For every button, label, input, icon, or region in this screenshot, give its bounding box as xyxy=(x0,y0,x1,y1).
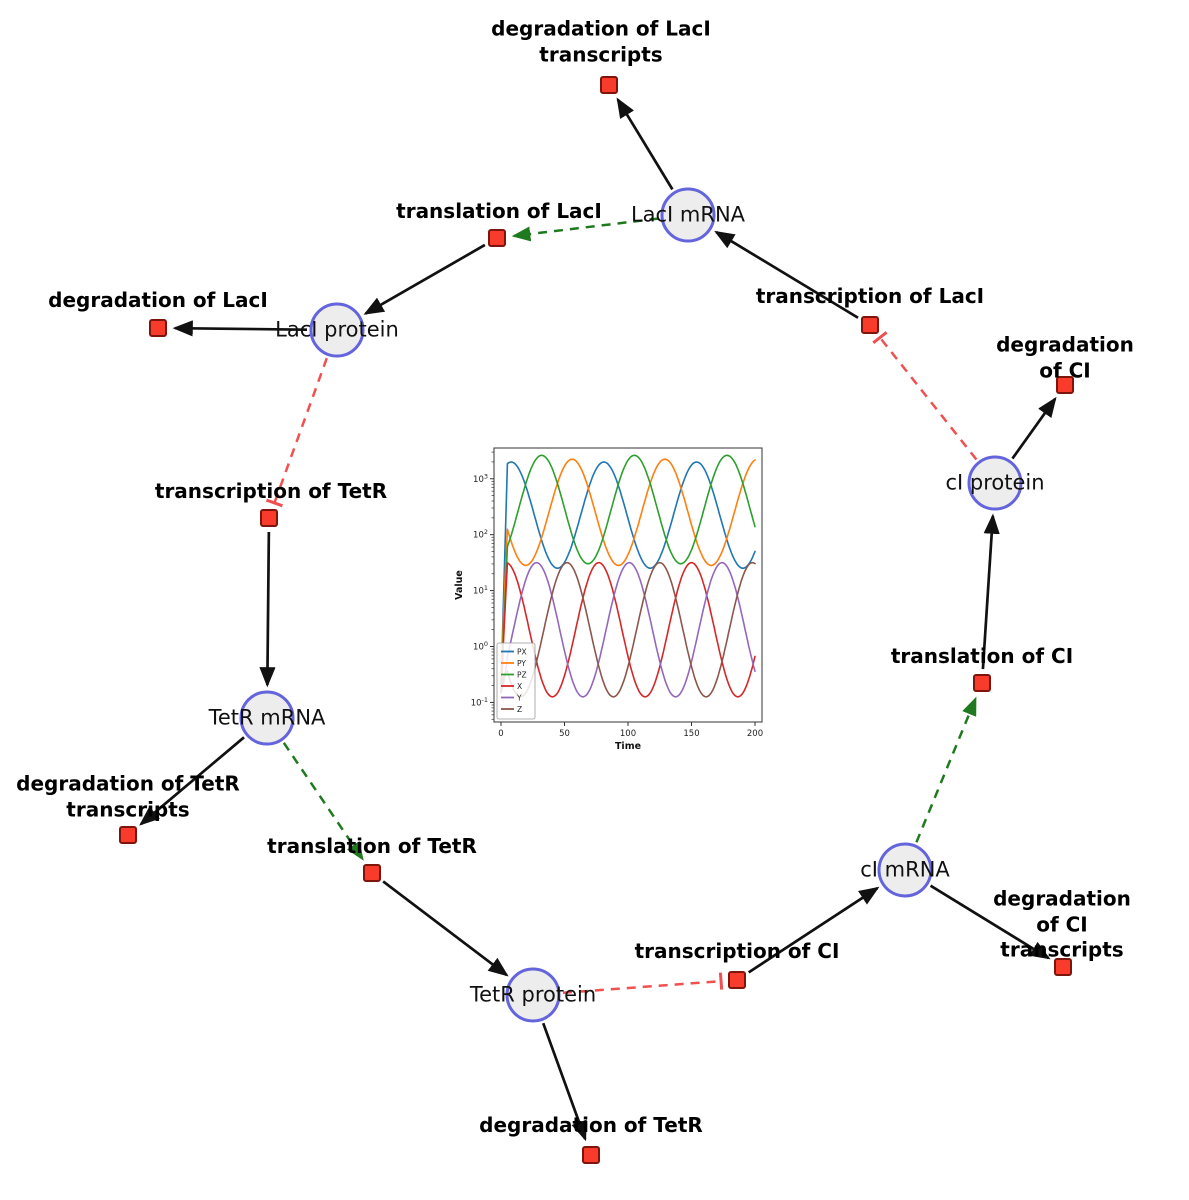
edge-laci-mrna-transl-laci xyxy=(511,217,659,242)
edge-ci-protein-txn-laci xyxy=(878,336,978,461)
chart-x-axis-label: Time xyxy=(615,741,641,752)
edge-txn-laci-laci-mrna xyxy=(714,230,859,319)
edge-txn-tetr-tetr-mrna xyxy=(259,531,276,688)
reaction-node-deg-tetr[interactable] xyxy=(582,1146,600,1164)
inhibition-tee-txn-ci xyxy=(718,972,724,990)
legend-label-X: X xyxy=(517,682,522,691)
legend-label-PZ: PZ xyxy=(517,670,527,679)
chart-y-axis-label: Value xyxy=(454,570,465,600)
reaction-node-txn-tetr[interactable] xyxy=(260,509,278,527)
chart-legend-box xyxy=(496,642,536,720)
chart-series-PY xyxy=(500,458,756,687)
edge-tetr-mrna-transl-tetr xyxy=(282,742,364,861)
reaction-node-txn-laci[interactable] xyxy=(861,316,879,334)
edge-ci-protein-deg-ci xyxy=(1011,396,1057,460)
edge-ci-mrna-transl-ci xyxy=(915,696,977,843)
edge-laci-mrna-deg-laci-tx xyxy=(616,97,674,191)
edge-transl-laci-laci-protein xyxy=(363,243,486,315)
chart-series-Y xyxy=(500,561,756,698)
chart-y-tick-label: 101 xyxy=(473,584,488,597)
chart-series-PX xyxy=(500,461,756,687)
chart-x-tick-label: 100 xyxy=(620,729,636,739)
legend-label-Z: Z xyxy=(517,705,522,714)
reaction-node-txn-ci[interactable] xyxy=(728,971,746,989)
edge-transl-ci-ci-protein xyxy=(981,513,1000,670)
edge-laci-protein-txn-tetr xyxy=(273,357,328,504)
chart-series-Z xyxy=(500,561,756,698)
chart-x-tick-label: 200 xyxy=(747,729,763,739)
species-node-ci-mrna[interactable] xyxy=(877,842,933,898)
species-node-laci-protein[interactable] xyxy=(309,302,365,358)
chart-y-tick-label: 102 xyxy=(473,528,488,541)
chart-series-X xyxy=(500,561,756,698)
species-node-ci-protein[interactable] xyxy=(967,455,1023,511)
reaction-node-transl-laci[interactable] xyxy=(488,229,506,247)
reaction-node-deg-ci-tx[interactable] xyxy=(1054,958,1072,976)
species-node-tetr-protein[interactable] xyxy=(505,967,561,1023)
edge-ci-mrna-deg-ci-tx xyxy=(929,884,1051,960)
chart-series-PZ xyxy=(500,454,756,687)
species-node-tetr-mrna[interactable] xyxy=(239,690,295,746)
inhibition-tee-txn-tetr xyxy=(265,498,283,508)
chart-x-tick-label: 0 xyxy=(498,729,503,739)
chart-y-tick-label: 100 xyxy=(473,640,488,653)
legend-label-Y: Y xyxy=(516,693,522,702)
reaction-node-deg-laci[interactable] xyxy=(149,319,167,337)
edge-laci-protein-deg-laci xyxy=(172,320,308,337)
reaction-node-deg-laci-tx[interactable] xyxy=(600,76,618,94)
chart-x-tick-label: 150 xyxy=(683,729,699,739)
edge-tetr-protein-deg-tetr xyxy=(541,1022,587,1142)
edge-transl-tetr-tetr-protein xyxy=(382,880,509,977)
chart-y-tick-label: 103 xyxy=(473,472,488,485)
reaction-node-deg-tetr-tx[interactable] xyxy=(119,826,137,844)
edge-tetr-mrna-deg-tetr-tx xyxy=(139,736,245,826)
chart-x-tick-label: 50 xyxy=(559,729,570,739)
reaction-node-deg-ci[interactable] xyxy=(1056,376,1074,394)
legend-label-PX: PX xyxy=(517,647,527,656)
legend-label-PY: PY xyxy=(517,659,526,668)
reaction-node-transl-ci[interactable] xyxy=(973,674,991,692)
inhibition-tee-txn-laci xyxy=(872,331,888,344)
edge-tetr-protein-txn-ci xyxy=(562,979,722,995)
chart-y-tick-label: 10-1 xyxy=(471,696,488,709)
reaction-node-transl-tetr[interactable] xyxy=(363,864,381,882)
species-node-laci-mrna[interactable] xyxy=(660,187,716,243)
edge-txn-ci-ci-mrna xyxy=(747,886,880,974)
